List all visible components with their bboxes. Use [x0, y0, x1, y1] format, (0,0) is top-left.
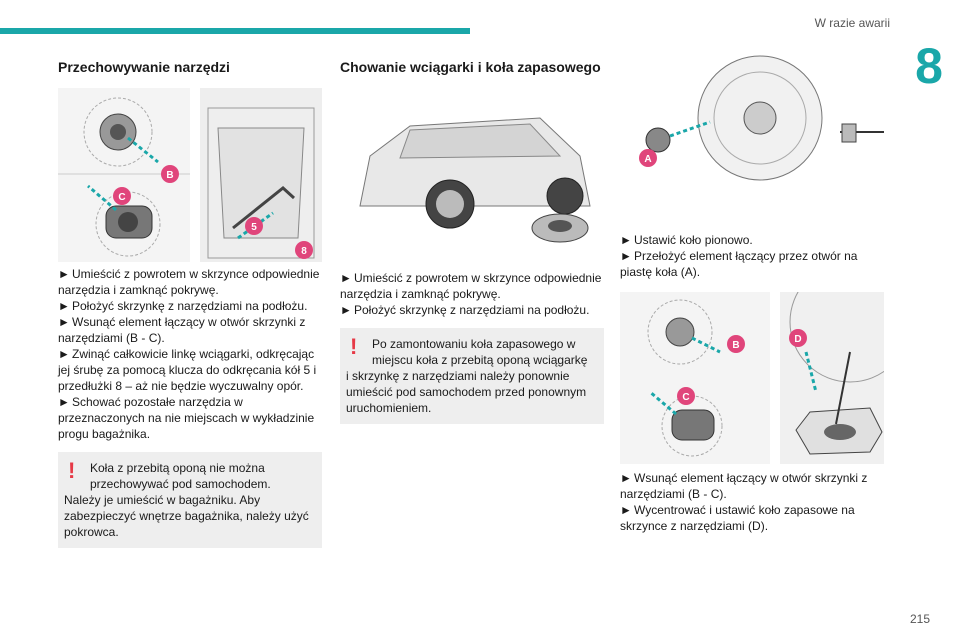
step-arrow-icon: ► — [340, 303, 352, 317]
step-arrow-icon: ► — [58, 347, 70, 361]
step: ►Położyć skrzynkę z narzędziami na podło… — [340, 303, 590, 317]
instructions-winch-storage: ►Umieścić z powrotem w skrzynce odpowied… — [340, 270, 604, 318]
step-arrow-icon: ► — [58, 395, 70, 409]
page-number: 215 — [909, 612, 930, 626]
column-tool-storage: Przechowywanie narzędzi B C 5 8 — [58, 52, 322, 548]
figure-car-spare-wheel — [340, 96, 604, 246]
step: ►Przełożyć element łączący przez otwór n… — [620, 249, 858, 279]
callout-c: C — [682, 392, 689, 403]
step: ►Schować pozostałe narzędzia w przeznacz… — [58, 395, 315, 441]
step-arrow-icon: ► — [620, 471, 632, 485]
column-winch-storage: Chowanie wciągarki i koła zapasowego ►Um… — [340, 52, 604, 424]
wheel-on-toolbox-illustration: B C D — [620, 292, 884, 464]
step: ►Umieścić z powrotem w skrzynce odpowied… — [340, 271, 602, 301]
step-arrow-icon: ► — [620, 249, 632, 263]
wheel-hub-illustration: A — [639, 55, 884, 181]
figure-tool-storage: B C 5 8 — [58, 88, 322, 262]
callout-b: B — [732, 340, 739, 351]
callout-5: 5 — [251, 222, 257, 233]
step: ►Położyć skrzynkę z narzędziami na podło… — [58, 299, 308, 313]
car-illustration — [359, 117, 591, 243]
section-title: W razie awarii — [814, 16, 890, 30]
column-spare-wheel: A ►Ustawić koło pionowo. ►Przełożyć elem… — [620, 52, 884, 534]
step-arrow-icon: ► — [620, 503, 632, 517]
step-arrow-icon: ► — [58, 315, 70, 329]
instructions-wheel-on-toolbox: ►Wsunąć element łączący w otwór skrzynki… — [620, 470, 884, 534]
warning-icon: ! — [68, 458, 76, 483]
callout-8: 8 — [301, 246, 307, 257]
step: ►Umieścić z powrotem w skrzynce odpowied… — [58, 267, 320, 297]
heading-tool-storage: Przechowywanie narzędzi — [58, 59, 230, 75]
step-arrow-icon: ► — [620, 233, 632, 247]
figure-wheel-on-toolbox: B C D — [620, 292, 884, 464]
callout-d: D — [794, 334, 801, 345]
step: ►Wsunąć element łączący w otwór skrzynki… — [58, 315, 306, 345]
warning-box-tool-storage: ! Koła z przebitą oponą nie można przech… — [58, 452, 322, 548]
warning-icon: ! — [350, 334, 358, 359]
callout-a: A — [644, 154, 651, 165]
warning-box-winch-storage: ! Po zamontowaniu koła zapasowego w miej… — [340, 328, 604, 424]
instructions-tool-storage: ►Umieścić z powrotem w skrzynce odpowied… — [58, 266, 322, 442]
tool-storage-illustration: B C 5 8 — [58, 88, 322, 262]
step: ►Ustawić koło pionowo. — [620, 233, 753, 247]
step-arrow-icon: ► — [58, 299, 70, 313]
step-arrow-icon: ► — [58, 267, 70, 281]
step: ►Wsunąć element łączący w otwór skrzynki… — [620, 471, 868, 501]
header-accent-bar — [0, 28, 470, 34]
callout-b: B — [166, 170, 173, 181]
step: ►Zwinąć całkowicie linkę wciągarki, odkr… — [58, 347, 317, 393]
step-arrow-icon: ► — [340, 271, 352, 285]
step: ►Wycentrować i ustawić koło zapasowe na … — [620, 503, 855, 533]
heading-winch-storage: Chowanie wciągarki i koła zapasowego — [340, 59, 601, 75]
figure-wheel-hub: A — [620, 52, 884, 182]
instructions-wheel-upright: ►Ustawić koło pionowo. ►Przełożyć elemen… — [620, 232, 884, 280]
chapter-number: 8 — [915, 38, 943, 94]
callout-c: C — [118, 192, 125, 203]
